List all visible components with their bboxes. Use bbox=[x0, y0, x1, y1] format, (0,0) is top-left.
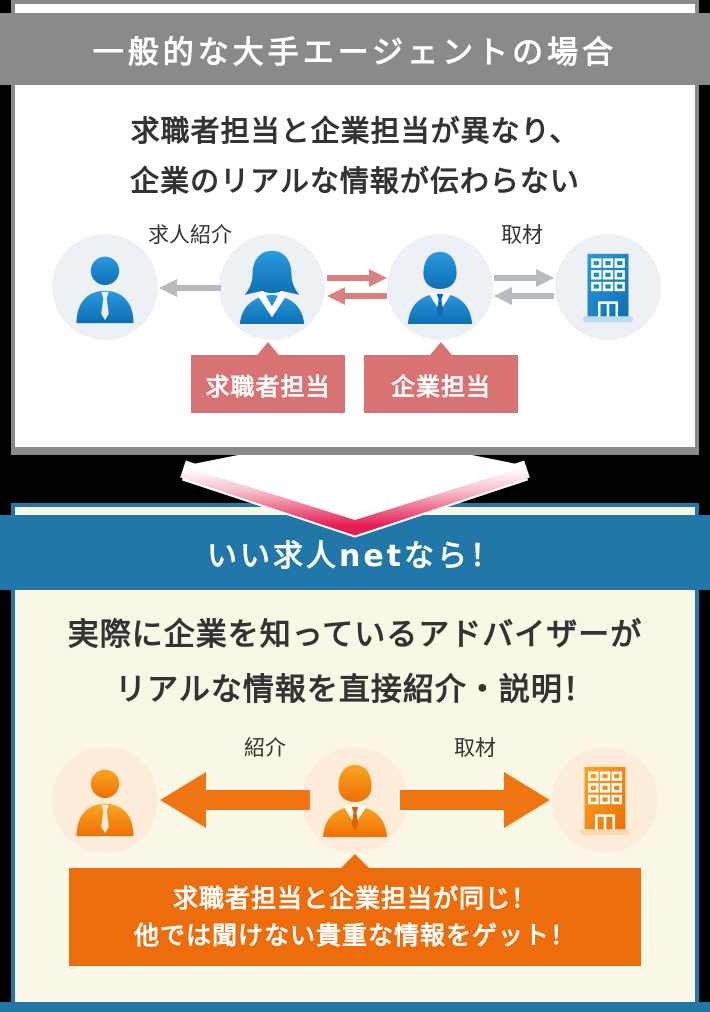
advisor-icon bbox=[322, 764, 388, 838]
iikyujin-net-description: 実際に企業を知っているアドバイザーが リアルな情報を直接紹介・説明！ bbox=[0, 608, 710, 718]
company-circle-top bbox=[555, 234, 661, 340]
job-seeker-orange-icon bbox=[76, 769, 134, 837]
job-seeker-icon bbox=[76, 256, 134, 324]
company-building-icon bbox=[582, 253, 634, 323]
interview-arrow-left-gray bbox=[494, 287, 554, 305]
generic-agent-header: 一般的な大手エージェントの場合 bbox=[0, 13, 710, 85]
generic-agent-description-line1: 求職者担当と企業担当が異なり、 bbox=[130, 114, 580, 148]
interview-arrow-orange bbox=[400, 772, 550, 828]
intro-arrow-gray bbox=[159, 279, 221, 297]
intro-label-bottom: 紹介 bbox=[244, 736, 286, 760]
red-arrow-left-icon bbox=[327, 287, 387, 305]
bottom-border-bar bbox=[0, 1002, 710, 1012]
generic-agent-description: 求職者担当と企業担当が異なり、 企業のリアルな情報が伝わらない bbox=[0, 106, 710, 206]
female-agent-icon bbox=[239, 250, 305, 325]
company-building-orange-icon bbox=[579, 766, 631, 836]
iikyujin-description-line2: リアルな情報を直接紹介・説明！ bbox=[115, 672, 595, 708]
company-agent-circle bbox=[387, 234, 493, 340]
callout-line2: 他では聞けない貴重な情報をゲット！ bbox=[133, 921, 576, 950]
male-agent-icon bbox=[407, 251, 473, 325]
job-seeker-circle-bottom bbox=[52, 747, 158, 853]
interview-arrow-right-gray bbox=[494, 269, 554, 287]
seeker-agent-badge: 求職者担当 bbox=[191, 342, 345, 413]
intro-arrow-orange bbox=[160, 772, 310, 828]
iikyujin-net-title: いい求人netなら！ bbox=[206, 538, 504, 574]
job-seeker-circle bbox=[52, 234, 158, 340]
red-arrow-right-icon bbox=[327, 269, 387, 287]
seeker-agent-circle bbox=[219, 234, 325, 340]
iikyujin-net-header: いい求人netなら！ bbox=[0, 515, 710, 590]
interview-label-top: 取材 bbox=[501, 223, 543, 247]
callout-line1: 求職者担当と企業担当が同じ！ bbox=[172, 884, 537, 913]
chevron-down-divider bbox=[180, 455, 530, 538]
generic-agent-description-line2: 企業のリアルな情報が伝わらない bbox=[130, 164, 580, 198]
company-circle-bottom bbox=[552, 747, 658, 853]
interview-label-bottom: 取材 bbox=[454, 736, 496, 760]
generic-agent-title: 一般的な大手エージェントの場合 bbox=[92, 34, 618, 71]
job-offer-intro-label: 求人紹介 bbox=[148, 223, 232, 247]
advisor-callout: 求職者担当と企業担当が同じ！ 他では聞けない貴重な情報をゲット！ bbox=[69, 854, 641, 966]
iikyujin-description-line1: 実際に企業を知っているアドバイザーが bbox=[67, 617, 643, 653]
company-agent-badge: 企業担当 bbox=[364, 342, 518, 413]
advisor-circle bbox=[302, 747, 408, 853]
